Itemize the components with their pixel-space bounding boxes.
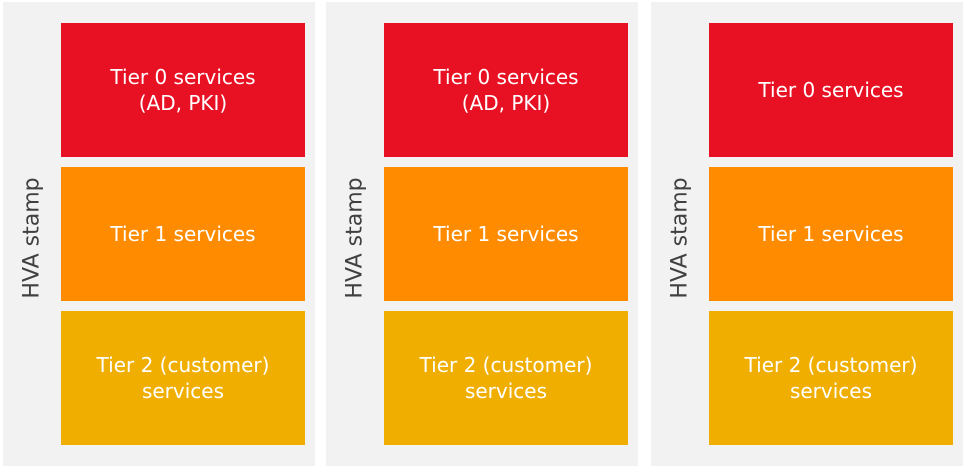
tier-0-box: Tier 0 services (AD, PKI) <box>61 23 305 157</box>
tier-2-label: Tier 2 (customer) services <box>744 353 918 403</box>
stamp-label: HVA stamp <box>651 2 709 466</box>
tier-0-box: Tier 0 services (AD, PKI) <box>384 23 628 157</box>
hva-stamp-panel-3: HVA stamp Tier 0 services Tier 1 service… <box>651 2 963 466</box>
stamp-label: HVA stamp <box>326 2 384 466</box>
tier-1-label: Tier 1 services <box>433 222 579 246</box>
tier-2-label: Tier 2 (customer) services <box>419 353 593 403</box>
stamp-label: HVA stamp <box>3 2 61 466</box>
tier-0-label: Tier 0 services <box>758 78 904 102</box>
tier-2-box: Tier 2 (customer) services <box>61 311 305 445</box>
tier-0-label: Tier 0 services (AD, PKI) <box>110 65 256 115</box>
tier-0-label: Tier 0 services (AD, PKI) <box>433 65 579 115</box>
stamp-label-text: HVA stamp <box>667 177 693 299</box>
tier-2-box: Tier 2 (customer) services <box>384 311 628 445</box>
tier-1-label: Tier 1 services <box>110 222 256 246</box>
tier-1-label: Tier 1 services <box>758 222 904 246</box>
tier-0-box: Tier 0 services <box>709 23 953 157</box>
hva-stamp-panel-1: HVA stamp Tier 0 services (AD, PKI) Tier… <box>3 2 315 466</box>
stamp-label-text: HVA stamp <box>19 177 45 299</box>
tier-1-box: Tier 1 services <box>709 167 953 301</box>
hva-stamp-panel-2: HVA stamp Tier 0 services (AD, PKI) Tier… <box>326 2 638 466</box>
tier-2-box: Tier 2 (customer) services <box>709 311 953 445</box>
tier-1-box: Tier 1 services <box>384 167 628 301</box>
tier-1-box: Tier 1 services <box>61 167 305 301</box>
tier-2-label: Tier 2 (customer) services <box>96 353 270 403</box>
stamp-label-text: HVA stamp <box>342 177 368 299</box>
